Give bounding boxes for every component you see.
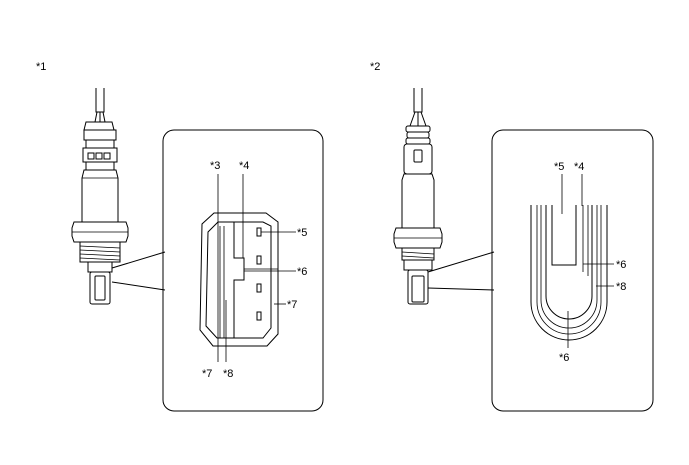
label-4: *4 [574,161,584,173]
label-5: *5 [554,161,564,173]
label-5: *5 [297,227,307,239]
label-6-bottom: *6 [559,352,569,364]
label-6-right: *6 [616,259,626,271]
detail-box-1 [162,129,324,412]
label-7-bottom: *7 [202,368,212,380]
label-8: *8 [616,281,626,293]
figure-2: *2 [370,61,654,412]
leaders-2 [561,174,614,348]
callout-lines-1 [111,251,166,291]
label-7-right: *7 [287,299,297,311]
sensor-1 [71,88,129,305]
element-2 [530,205,608,341]
figure-2-label: *2 [370,61,380,73]
figure-1: *1 [36,61,324,412]
sensor-2 [393,88,443,305]
callout-lines-2 [427,251,495,291]
figure-1-label: *1 [36,61,46,73]
label-6: *6 [297,266,307,278]
leaders-1 [217,174,296,362]
detail-box-2 [491,129,654,412]
label-4: *4 [239,160,249,172]
label-3: *3 [210,160,220,172]
element-1 [199,212,279,347]
label-8: *8 [223,368,233,380]
